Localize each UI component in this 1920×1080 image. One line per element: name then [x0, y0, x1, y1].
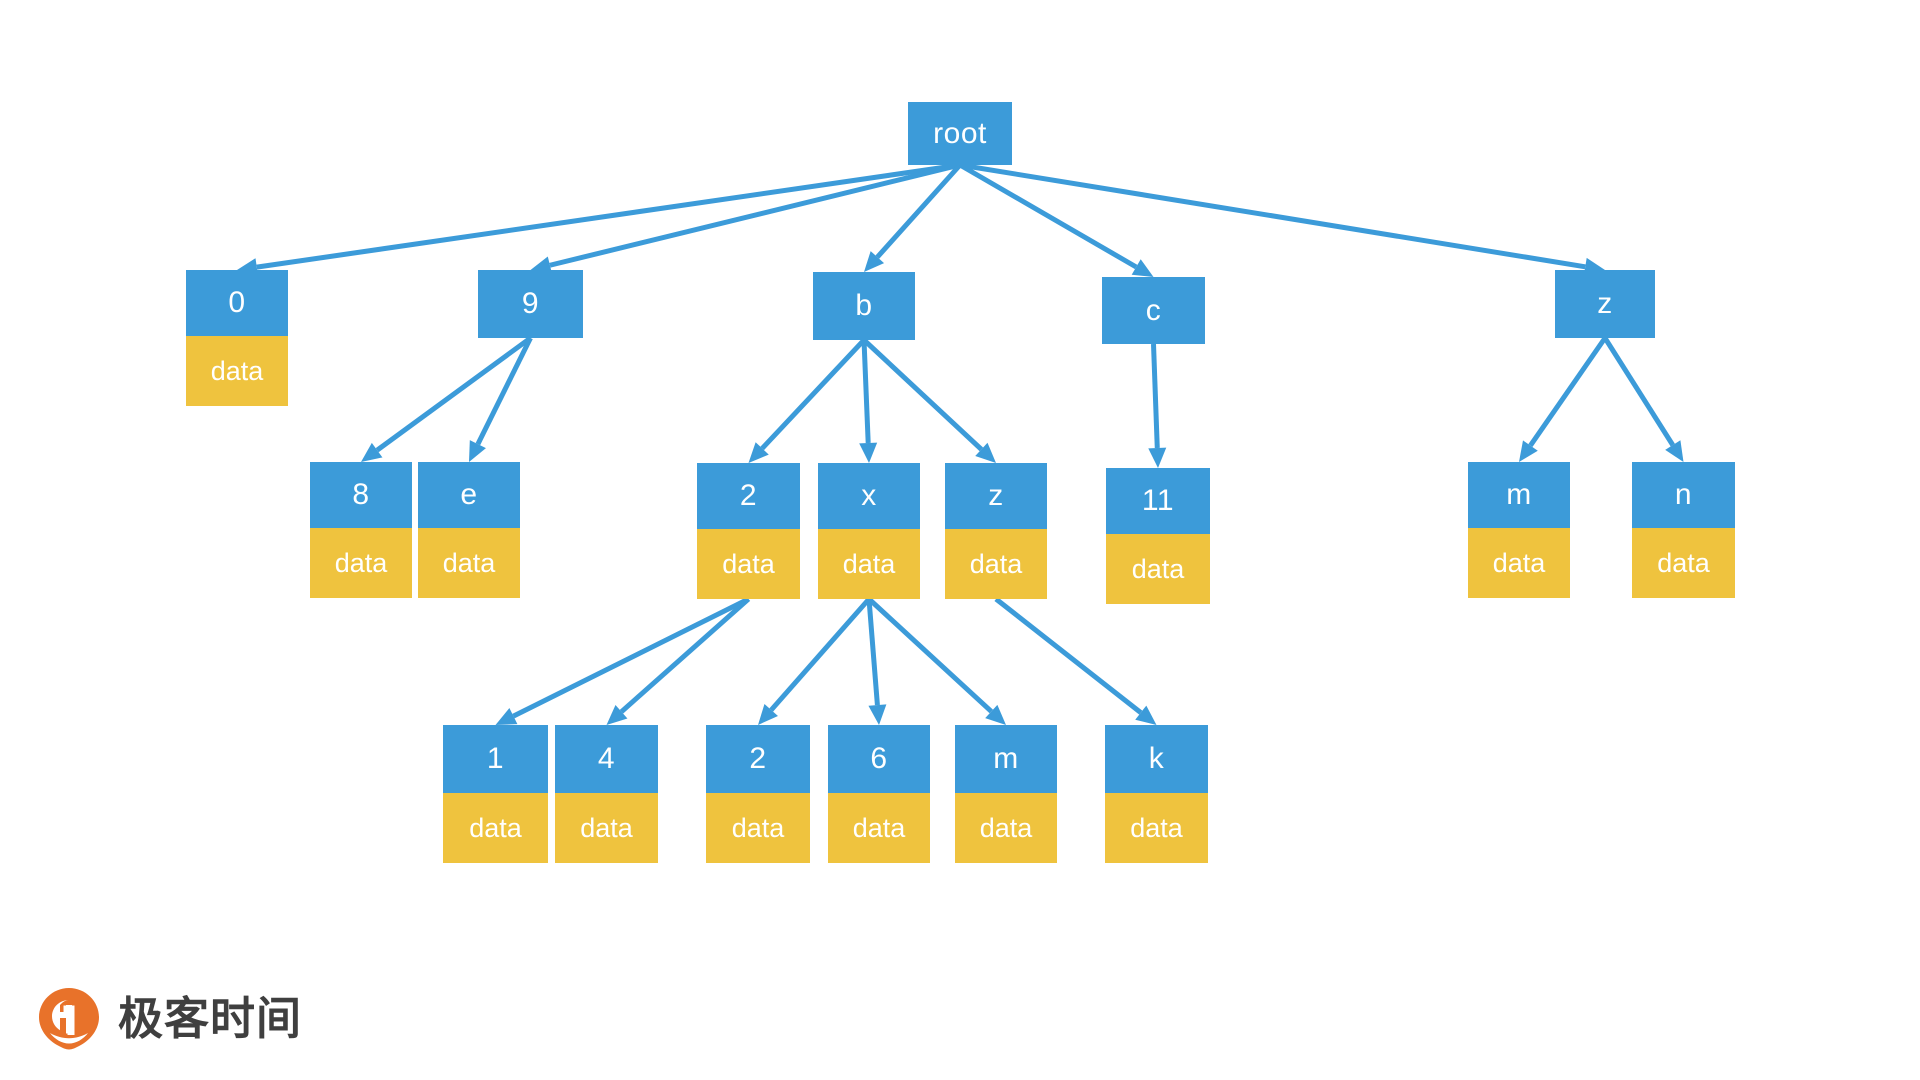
brand-name: 极客时间: [118, 991, 303, 1045]
trie-edge-nx-to-n2b: [758, 597, 871, 725]
trie-node-data: data: [186, 336, 288, 406]
trie-node-key: z: [1555, 270, 1655, 338]
trie-node-key: c: [1102, 277, 1205, 344]
trie-edge-n9-to-ne: [469, 336, 533, 462]
trie-node-key: n: [1632, 462, 1735, 528]
trie-node-key: b: [813, 272, 915, 340]
trie-node-data: data: [1105, 793, 1208, 863]
trie-edge-root-to-n9: [530, 162, 961, 274]
trie-node-data: data: [697, 529, 800, 599]
trie-node-key: 9: [478, 270, 583, 338]
trie-node-key: root: [908, 102, 1012, 165]
trie-edge-root-to-n0: [237, 162, 961, 277]
trie-edge-root-to-nc: [958, 162, 1154, 277]
trie-edge-nc-to-n11: [1148, 343, 1167, 468]
trie-node-key: 1: [443, 725, 548, 793]
trie-edge-root-to-nz: [959, 162, 1605, 276]
trie-node-root: root: [908, 102, 1012, 165]
trie-node-key: e: [418, 462, 520, 528]
trie-node-key: x: [818, 463, 920, 529]
trie-node-data: data: [955, 793, 1057, 863]
trie-node-nb: b: [813, 272, 915, 340]
trie-edge-nb-to-nx: [859, 339, 878, 463]
trie-node-key: 4: [555, 725, 658, 793]
trie-edge-nx-to-nmm: [867, 597, 1006, 725]
trie-node-data: data: [555, 793, 658, 863]
trie-node-key: 0: [186, 270, 288, 336]
trie-node-key: 11: [1106, 468, 1210, 534]
trie-node-data: data: [310, 528, 412, 598]
trie-edge-root-to-nb: [864, 163, 962, 272]
trie-node-key: 2: [706, 725, 810, 793]
trie-node-nc: c: [1102, 277, 1205, 344]
trie-node-data: data: [818, 529, 920, 599]
brand-logo: 极客时间: [36, 985, 302, 1051]
trie-edge-n2a-to-n1: [495, 596, 750, 725]
trie-node-key: z: [945, 463, 1047, 529]
trie-node-nz: z: [1555, 270, 1655, 338]
trie-edge-nzz-to-nk: [994, 597, 1157, 725]
trie-node-data: data: [828, 793, 930, 863]
trie-edge-nb-to-nzz: [862, 338, 996, 463]
trie-edge-nz-to-nn: [1602, 336, 1684, 462]
trie-edge-nz-to-nm: [1519, 336, 1608, 462]
trie-node-data: data: [1106, 534, 1210, 604]
trie-node-key: 2: [697, 463, 800, 529]
trie-node-key: m: [955, 725, 1057, 793]
trie-node-data: data: [418, 528, 520, 598]
trie-node-key: 6: [828, 725, 930, 793]
trie-node-key: m: [1468, 462, 1570, 528]
trie-node-data: data: [1468, 528, 1570, 598]
trie-edge-nb-to-n2a: [748, 338, 866, 463]
trie-node-data: data: [443, 793, 548, 863]
trie-node-key: 8: [310, 462, 412, 528]
trie-node-data: data: [706, 793, 810, 863]
trie-edge-nx-to-n6: [866, 598, 887, 725]
trie-node-key: k: [1105, 725, 1208, 793]
trie-node-data: data: [1632, 528, 1735, 598]
trie-node-n9: 9: [478, 270, 583, 338]
trie-edge-n2a-to-n4: [606, 597, 751, 725]
geektime-logo-mark-icon: [36, 985, 102, 1051]
trie-edge-n9-to-n8: [361, 335, 532, 462]
trie-node-data: data: [945, 529, 1047, 599]
